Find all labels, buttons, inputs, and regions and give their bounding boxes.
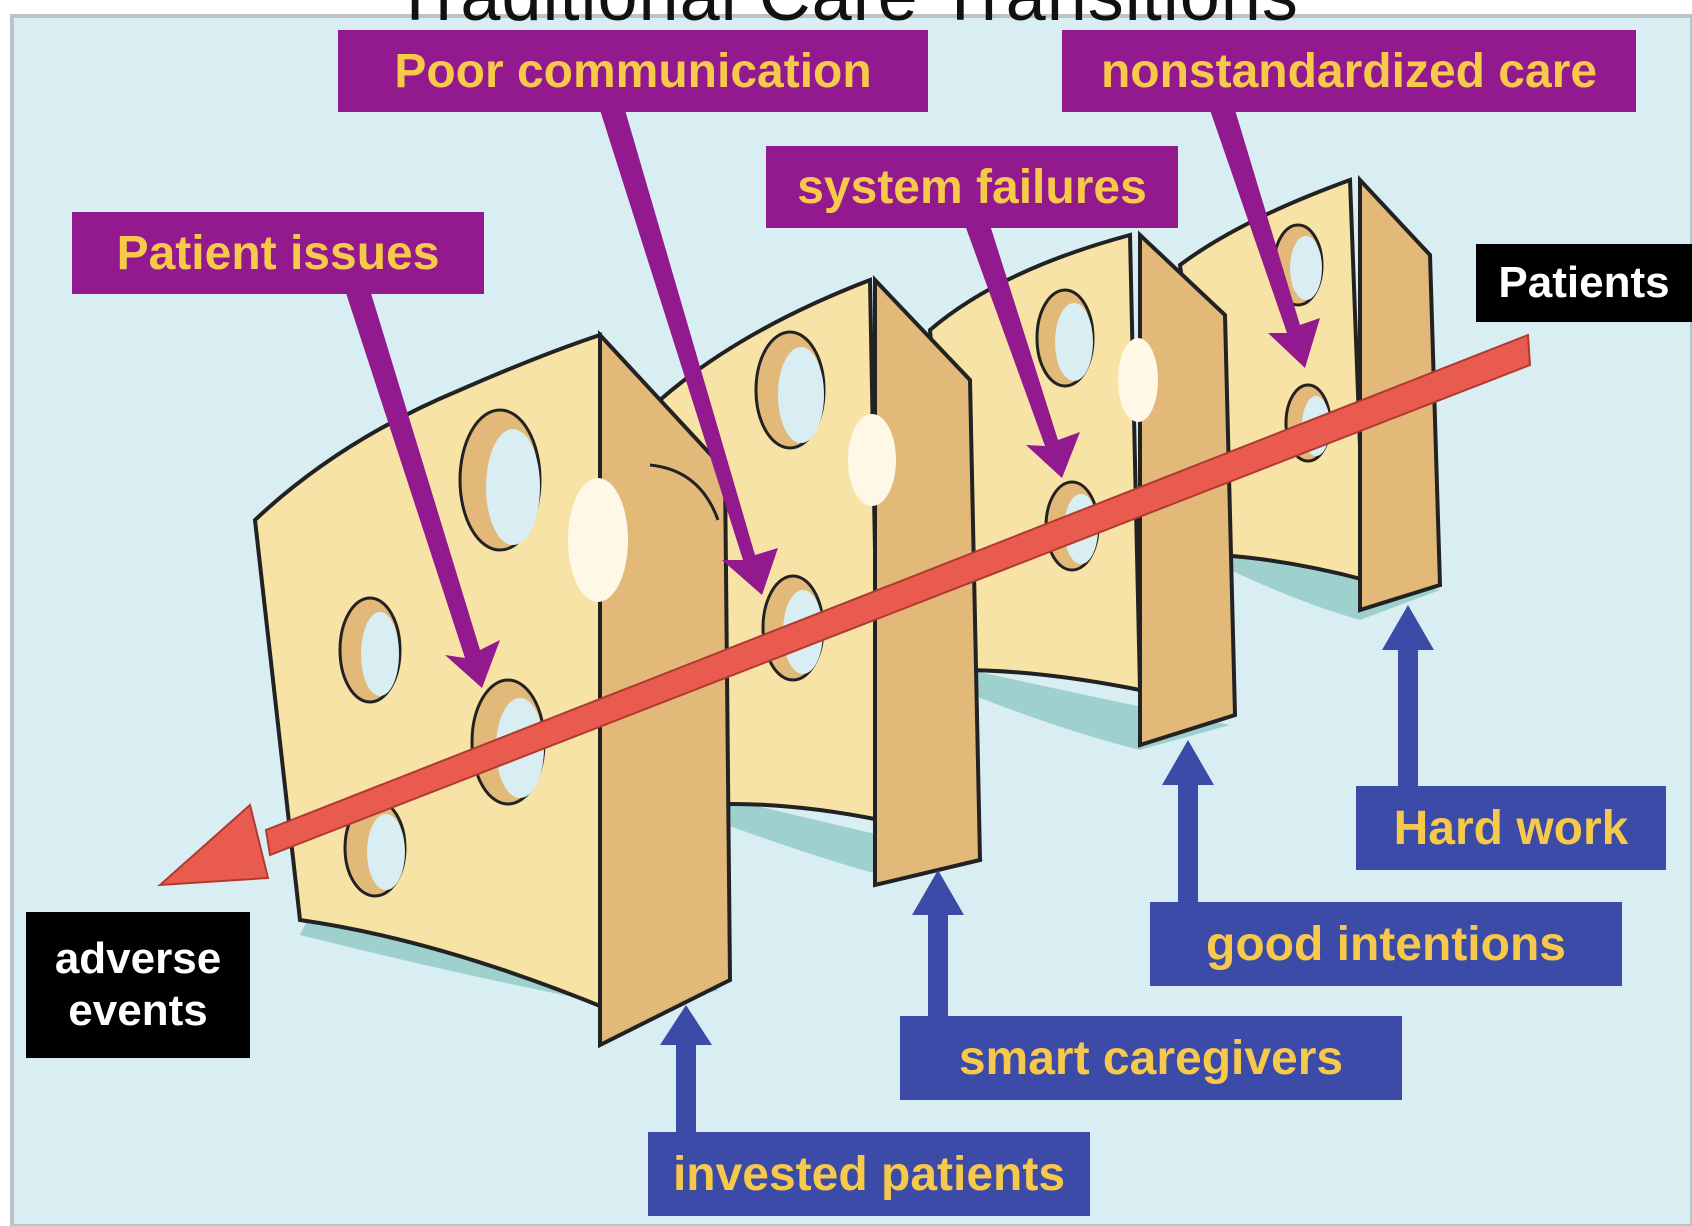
end-label-line-1: adverse [55, 933, 221, 985]
hazard-label-patient-issues: Patient issues [72, 212, 484, 294]
hazard-label-nonstandardized-care: nonstandardized care [1062, 30, 1636, 112]
start-label-patients: Patients [1476, 244, 1692, 322]
end-label-adverse-events: adverse events [26, 912, 250, 1058]
end-label-line-2: events [68, 985, 207, 1037]
defense-label-hard-work: Hard work [1356, 786, 1666, 870]
defense-label-good-intentions: good intentions [1150, 902, 1622, 986]
hazard-label-system-failures: system failures [766, 146, 1178, 228]
defense-label-invested-patients: invested patients [648, 1132, 1090, 1216]
defense-label-smart-caregivers: smart caregivers [900, 1016, 1402, 1100]
hazard-label-poor-communication: Poor communication [338, 30, 928, 112]
